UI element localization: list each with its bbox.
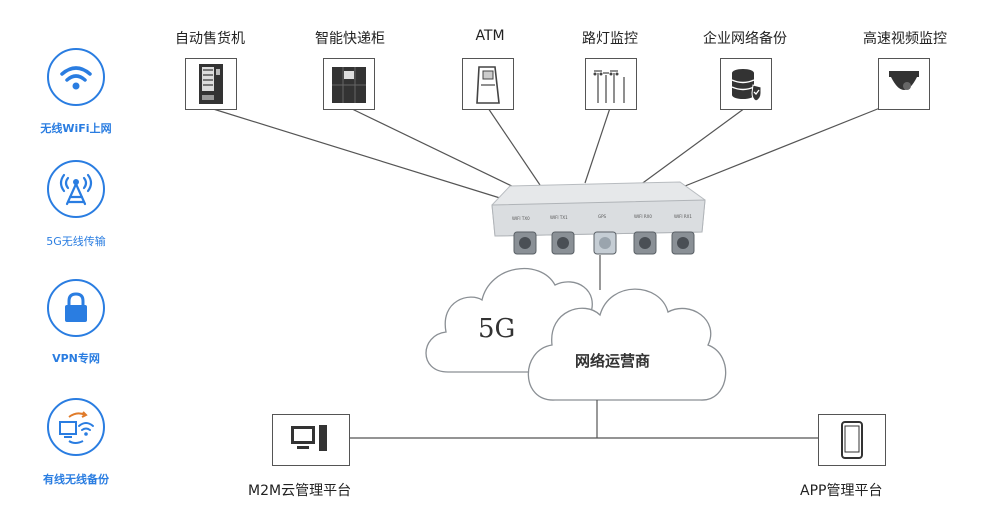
wired-wireless-backup-icon xyxy=(47,398,105,456)
cloud-operator-label: 网络运营商 xyxy=(575,352,651,370)
device-label-enterprise: 企业网络备份 xyxy=(703,31,787,47)
device-connection-lines xyxy=(209,107,881,199)
wifi-icon xyxy=(47,48,105,106)
database-shield-icon xyxy=(720,58,772,110)
device-label-atm: ATM xyxy=(475,28,505,44)
platform-connection-lines xyxy=(350,400,818,439)
port-label: WIFI TX1 xyxy=(550,215,568,220)
desktop-computer-icon xyxy=(272,414,350,466)
port-label: WIFI TX0 xyxy=(512,216,530,221)
device-label-locker: 智能快递柜 xyxy=(315,31,385,47)
device-label-video: 高速视频监控 xyxy=(863,31,947,47)
cloud-operator xyxy=(527,288,727,401)
cloud-5g-label: 5G xyxy=(478,314,516,344)
signal-tower-icon xyxy=(47,160,105,218)
feature-label-wifi: 无线WiFi上网 xyxy=(40,122,112,135)
device-label-vending: 自动售货机 xyxy=(175,31,245,47)
platform-label-app: APP管理平台 xyxy=(800,483,883,499)
street-light-icon xyxy=(585,58,637,110)
locker-icon xyxy=(323,58,375,110)
feature-label-vpn: VPN专网 xyxy=(52,352,100,365)
port-label: GPS xyxy=(598,214,607,219)
port-label: WIFI RX1 xyxy=(674,214,692,219)
atm-icon xyxy=(462,58,514,110)
feature-label-5g: 5G无线传输 xyxy=(46,235,106,248)
platform-label-m2m: M2M云管理平台 xyxy=(248,483,352,499)
port-label: WIFI RX0 xyxy=(634,214,652,219)
router: WIFI TX0 WIFI TX1 GPS WIFI RX0 WIFI RX1 xyxy=(491,181,706,255)
dome-camera-icon xyxy=(878,58,930,110)
vending-machine-icon xyxy=(185,58,237,110)
feature-label-backup: 有线无线备份 xyxy=(43,473,109,486)
lock-icon xyxy=(47,279,105,337)
smartphone-icon xyxy=(818,414,886,466)
device-label-streetlight: 路灯监控 xyxy=(582,31,638,47)
